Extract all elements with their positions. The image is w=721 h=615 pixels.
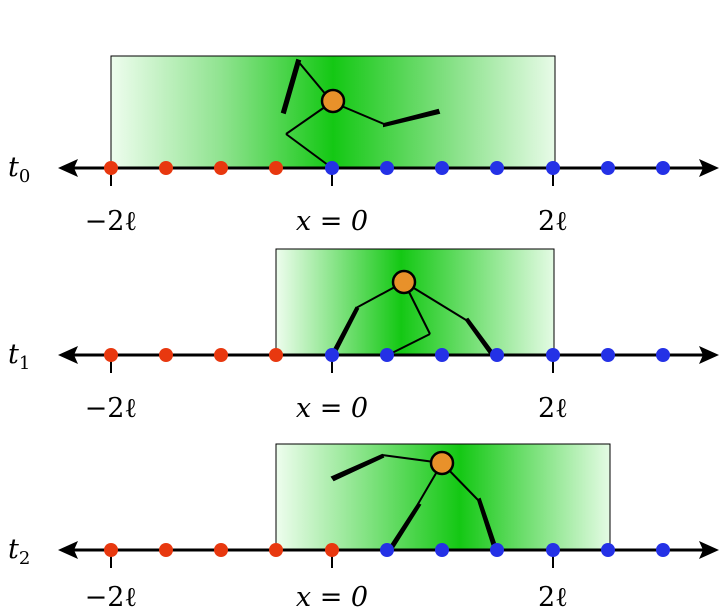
site-blue	[656, 543, 670, 557]
tick-label-plus-2l: 2ℓ	[538, 206, 568, 237]
walker-node	[322, 90, 344, 112]
tick-label-minus-2l: −2ℓ	[85, 582, 138, 613]
site-blue	[656, 348, 670, 362]
site-red	[269, 348, 283, 362]
tick-label-zero: x = 0	[296, 393, 368, 424]
site-blue	[380, 161, 394, 175]
site-blue	[325, 348, 339, 362]
site-blue	[546, 161, 560, 175]
tick-label-minus-2l: −2ℓ	[85, 206, 138, 237]
tick-label-minus-2l: −2ℓ	[85, 393, 138, 424]
walker-node	[393, 271, 415, 293]
panel-t1: t1 −2ℓ x = 0 2ℓ	[8, 249, 719, 424]
site-red	[214, 543, 228, 557]
site-red	[104, 543, 118, 557]
site-blue	[435, 348, 449, 362]
tick-label-plus-2l: 2ℓ	[538, 582, 568, 613]
site-red	[269, 161, 283, 175]
walker-node	[431, 452, 453, 474]
site-blue	[601, 348, 615, 362]
site-blue	[546, 348, 560, 362]
site-blue	[490, 543, 504, 557]
panel-t2: t2 −2ℓ x = 0 2ℓ	[8, 444, 719, 613]
site-blue	[656, 161, 670, 175]
site-blue	[325, 161, 339, 175]
site-blue	[601, 161, 615, 175]
tick-label-zero: x = 0	[296, 206, 368, 237]
site-red	[104, 348, 118, 362]
site-red	[325, 543, 339, 557]
time-label: t2	[8, 534, 30, 569]
site-red	[159, 348, 173, 362]
panel-t0: t0 −2ℓ x = 0 2ℓ	[8, 56, 719, 237]
tick-label-zero: x = 0	[296, 582, 368, 613]
site-red	[214, 348, 228, 362]
site-red	[159, 543, 173, 557]
site-blue	[601, 543, 615, 557]
site-blue	[490, 161, 504, 175]
tick-label-plus-2l: 2ℓ	[538, 393, 568, 424]
site-red	[104, 161, 118, 175]
site-blue	[490, 348, 504, 362]
site-blue	[380, 543, 394, 557]
time-label: t0	[8, 152, 30, 187]
site-blue	[546, 543, 560, 557]
time-label: t1	[8, 339, 30, 374]
site-blue	[435, 161, 449, 175]
site-red	[159, 161, 173, 175]
site-blue	[435, 543, 449, 557]
site-red	[269, 543, 283, 557]
site-blue	[380, 348, 394, 362]
site-red	[214, 161, 228, 175]
